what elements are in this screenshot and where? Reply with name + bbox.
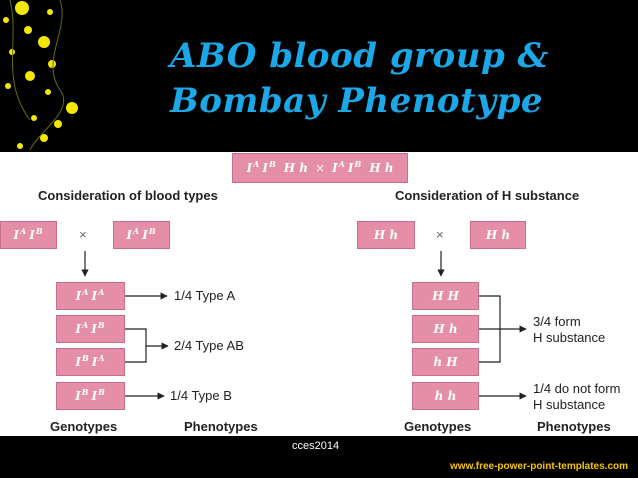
right-cross-symbol: × [436,227,444,242]
right-genotype-4: h h [412,382,479,410]
left-cross-symbol: × [79,227,87,242]
right-phenotype-2-line-1: 1/4 do not form [533,381,621,396]
website-link[interactable]: www.free-power-point-templates.com [450,461,628,472]
right-parent-2: H h [470,221,526,249]
right-heading: Consideration of H substance [395,188,580,203]
left-genotypes-label: Genotypes [50,419,118,434]
right-genotypes-label: Genotypes [404,419,472,434]
left-phenotype-2: 2/4 Type AB [174,338,244,353]
right-parent-1: H h [357,221,415,249]
left-heading: Consideration of blood types [38,188,218,203]
left-phenotypes-label: Phenotypes [184,419,258,434]
title-line-2: Bombay Phenotype [170,81,543,121]
title-line-1: ABO blood group & [170,36,549,76]
right-genotype-2: H h [412,315,479,343]
left-phenotype-3: 1/4 Type B [170,388,232,403]
left-phenotype-1: 1/4 Type A [174,288,236,303]
right-genotype-1: H H [412,282,479,310]
right-phenotype-2-line-2: H substance [533,397,606,412]
right-phenotype-1-line-1: 3/4 form [533,314,581,329]
right-phenotype-2: 1/4 do not form H substance [533,381,620,413]
right-phenotype-1-line-2: H substance [533,330,606,345]
footer-label: cces2014 [292,440,340,452]
right-phenotype-1: 3/4 form H substance [533,314,605,346]
right-phenotypes-label: Phenotypes [537,419,611,434]
slide-title: ABO blood group & Bombay Phenotype [170,34,630,124]
right-genotype-3: h H [412,348,479,376]
